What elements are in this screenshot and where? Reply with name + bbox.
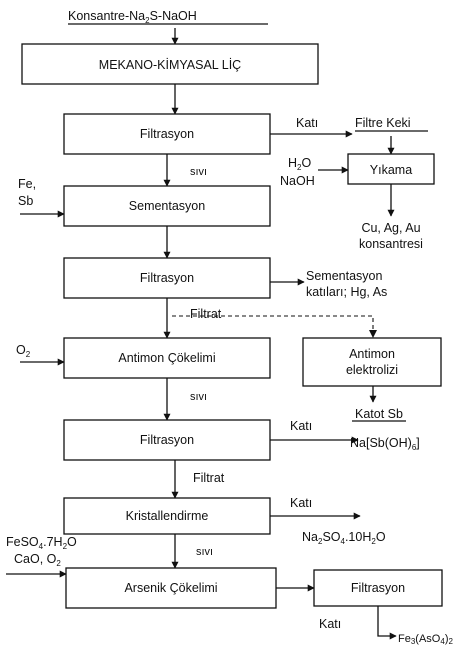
dashed-path-to-elektroliz bbox=[172, 315, 374, 332]
label-filtre-keki: Filtre Keki bbox=[355, 116, 411, 130]
box-filtrasyon-1 bbox=[63, 113, 271, 155]
label-filtrat-2: Filtrat bbox=[193, 471, 225, 485]
label-feso4: FeSO4.7H2O bbox=[6, 535, 77, 551]
label-konsantresi: konsantresi bbox=[359, 237, 423, 251]
box-yikama-label: Yıkama bbox=[370, 163, 412, 177]
label-katot-sb: Katot Sb bbox=[355, 407, 403, 421]
label-cu-ag-au: Cu, Ag, Au bbox=[361, 221, 420, 235]
box-antimon-cokelimi bbox=[63, 337, 271, 379]
box-filtrasyon-3 bbox=[63, 419, 271, 461]
box-arsenik-cokelimi bbox=[65, 567, 277, 609]
label-nasboh: Na[Sb(OH)6] bbox=[350, 436, 420, 452]
box-filtrasyon-1-label: Filtrasyon bbox=[140, 127, 194, 141]
box-antimon-elektrolizi-label-1: Antimon bbox=[349, 347, 395, 361]
box-filtrasyon-3-label: Filtrasyon bbox=[140, 433, 194, 447]
label-sivi-2: sıvı bbox=[190, 391, 207, 403]
input-label: Konsantre-Na2S-NaOH bbox=[68, 9, 197, 25]
arrow-filtrasyon4-to-feaso bbox=[377, 606, 397, 640]
label-kati-4: Katı bbox=[319, 617, 341, 631]
label-kati-3: Katı bbox=[290, 496, 312, 510]
box-filtrasyon-4 bbox=[313, 569, 443, 607]
label-naoh: NaOH bbox=[280, 174, 315, 188]
box-antimon-elektrolizi bbox=[302, 337, 442, 387]
box-sementasyon-label: Sementasyon bbox=[129, 199, 205, 213]
label-kati-2: Katı bbox=[290, 419, 312, 433]
label-na2so4: Na2SO4.10H2O bbox=[302, 530, 386, 546]
box-mekano-kimyasal-lic bbox=[21, 43, 319, 85]
label-sementasyon-katilari: Sementasyon bbox=[306, 269, 382, 283]
dashed-arrowhead bbox=[369, 330, 377, 338]
label-katilari-hg-as: katıları; Hg, As bbox=[306, 285, 387, 299]
box-filtrasyon-2 bbox=[63, 257, 271, 299]
box-antimon-elektrolizi-label-2: elektrolizi bbox=[346, 363, 398, 377]
box-filtrasyon-4-label: Filtrasyon bbox=[351, 581, 405, 595]
label-sivi-3: sıvı bbox=[196, 546, 213, 558]
label-h2o: H2O bbox=[288, 156, 311, 172]
label-cao-o2: CaO, O2 bbox=[14, 552, 61, 568]
label-kati-1: Katı bbox=[296, 116, 318, 130]
box-kristallendirme bbox=[63, 497, 271, 535]
box-mekano-label: MEKANO-KİMYASAL LİÇ bbox=[99, 58, 241, 72]
box-antimon-cokelimi-label: Antimon Çökelimi bbox=[118, 351, 215, 365]
label-sb: Sb bbox=[18, 194, 33, 208]
box-yikama bbox=[347, 153, 435, 185]
label-filtrat-1: Filtrat bbox=[190, 307, 222, 321]
box-arsenik-cokelimi-label: Arsenik Çökelimi bbox=[124, 581, 217, 595]
box-kristallendirme-label: Kristallendirme bbox=[126, 509, 209, 523]
label-sivi-1: sıvı bbox=[190, 166, 207, 178]
label-o2: O2 bbox=[16, 343, 31, 359]
box-filtrasyon-2-label: Filtrasyon bbox=[140, 271, 194, 285]
label-feaso4: Fe3(AsO4)2 bbox=[398, 633, 453, 646]
label-fe: Fe, bbox=[18, 177, 36, 191]
